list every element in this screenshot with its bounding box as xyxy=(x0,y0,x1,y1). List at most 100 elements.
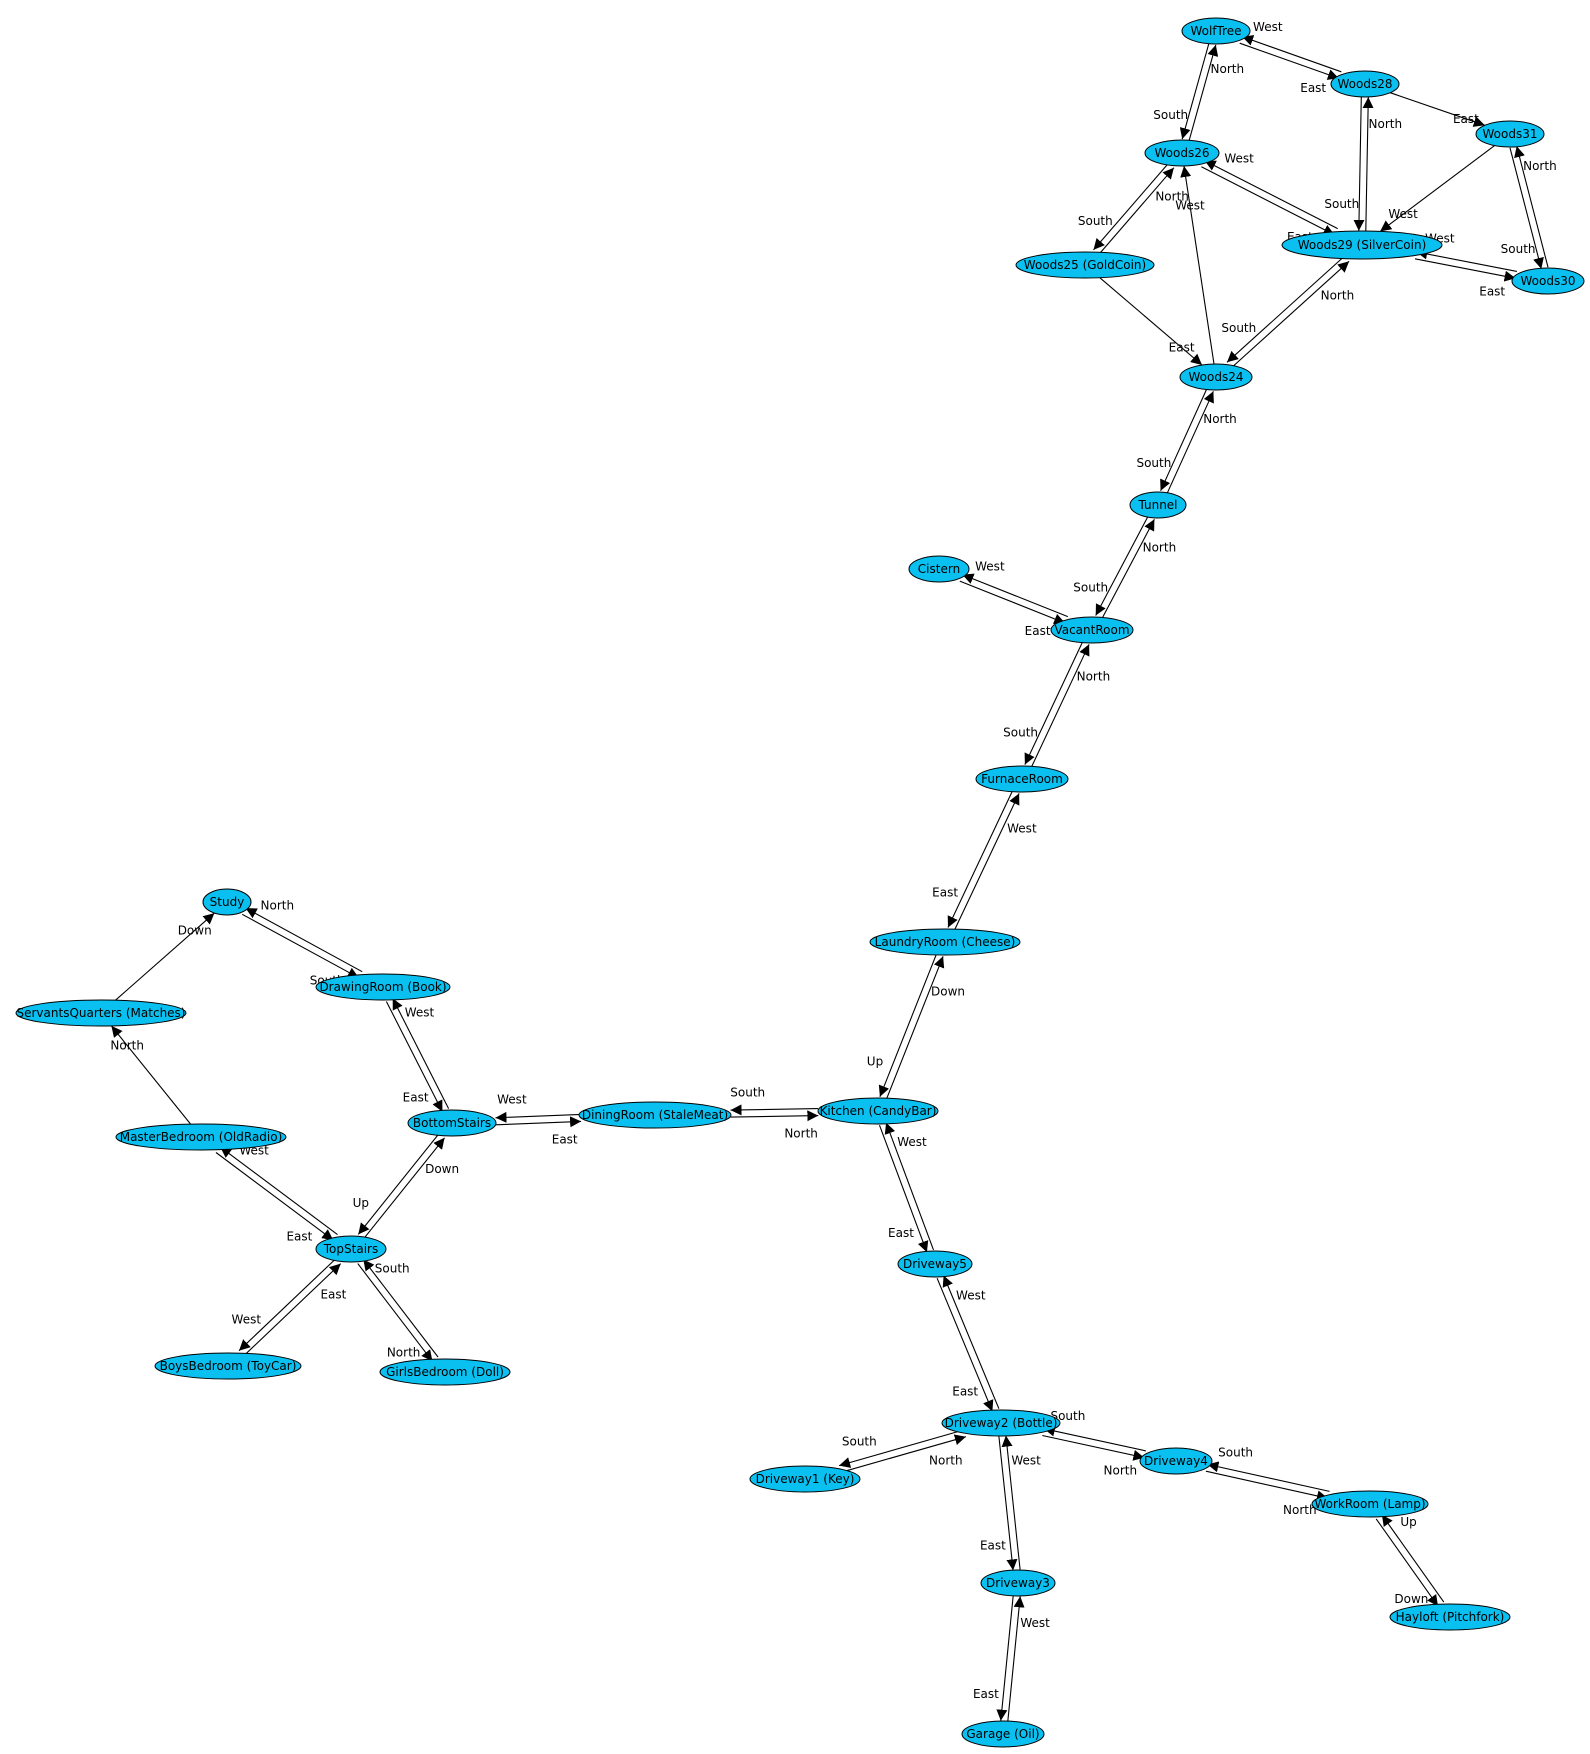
node-ellipse xyxy=(897,1250,973,1278)
edge-label: South xyxy=(1073,581,1108,595)
edge-girls-bedroom-to-top-stairs: South xyxy=(362,1259,439,1358)
edge-furnace-room-to-laundry-room: East xyxy=(932,790,1014,928)
edge-driveway2-to-driveway4: North xyxy=(1042,1434,1145,1477)
edge-woods26-to-wolf-tree: North xyxy=(1188,44,1245,142)
edge-label: East xyxy=(286,1230,312,1244)
edge-label: West xyxy=(1388,207,1418,221)
edge-label: West xyxy=(1224,152,1254,166)
edge-label: East xyxy=(1169,341,1195,355)
edge-work-room-to-driveway4: South xyxy=(1207,1446,1330,1492)
edge-line xyxy=(1201,166,1335,236)
edge-line xyxy=(840,1434,967,1473)
node-ellipse xyxy=(1511,267,1585,295)
edge-servants-quarters-to-study: Down xyxy=(115,912,215,1001)
node-label: Woods24 xyxy=(1189,370,1244,384)
edge-line xyxy=(245,907,363,973)
edge-line xyxy=(1098,167,1175,255)
node-driveway1: Driveway1 (Key) xyxy=(749,1465,861,1493)
edge-woods25-to-woods24: East xyxy=(1099,277,1203,366)
edge-label: West xyxy=(232,1313,262,1327)
node-ellipse xyxy=(980,1569,1056,1597)
edge-label: South xyxy=(1324,197,1359,211)
edge-label: West xyxy=(1175,199,1205,213)
edge-work-room-to-hayloft: Down xyxy=(1375,1518,1439,1607)
edge-laundry-room-to-kitchen: Up xyxy=(867,953,938,1098)
edge-label: South xyxy=(1003,726,1038,740)
edge-line xyxy=(1514,145,1549,268)
edge-bottom-stairs-to-drawing-room: West xyxy=(392,998,450,1109)
edge-label: Down xyxy=(178,924,212,938)
edge-boys-bedroom-to-top-stairs: East xyxy=(243,1263,347,1357)
edge-woods30-to-woods31: North xyxy=(1514,145,1557,268)
node-ellipse xyxy=(1281,230,1443,260)
edge-label: South xyxy=(1501,242,1536,256)
node-label: TopStairs xyxy=(323,1242,378,1256)
edge-line xyxy=(1093,162,1170,251)
edge-label: South xyxy=(375,1261,410,1275)
edge-label: North xyxy=(1155,190,1189,204)
edge-label: East xyxy=(1479,285,1505,299)
node-cistern: Cistern xyxy=(908,555,970,583)
edge-line xyxy=(1101,519,1155,620)
edge-line xyxy=(495,1111,581,1123)
edge-driveway3-to-driveway2: West xyxy=(1001,1435,1041,1570)
node-woods26: Woods26 xyxy=(1144,139,1220,167)
node-driveway5: Driveway5 xyxy=(897,1250,973,1278)
edge-label: Up xyxy=(1400,1515,1416,1529)
edge-vacant-room-to-cistern: West xyxy=(962,560,1069,618)
edge-label: East xyxy=(952,1385,978,1399)
edge-line xyxy=(1001,1435,1021,1570)
edge-label: South xyxy=(842,1435,877,1449)
node-dining-room: DiningRoom (StaleMeat) xyxy=(578,1101,732,1129)
edge-label: West xyxy=(897,1135,927,1149)
edge-top-stairs-to-master-bedroom: West xyxy=(219,1143,338,1236)
edge-label: West xyxy=(975,560,1005,574)
node-ellipse xyxy=(15,999,187,1027)
edge-line xyxy=(953,793,1020,931)
node-ellipse xyxy=(1015,251,1155,279)
edge-wolf-tree-to-woods28: East xyxy=(1239,42,1340,95)
node-label: Woods25 (GoldCoin) xyxy=(1024,258,1146,272)
node-ellipse xyxy=(1179,363,1253,391)
node-ellipse xyxy=(1050,616,1134,644)
edge-label: North xyxy=(1211,62,1245,76)
edge-line xyxy=(1381,1514,1445,1603)
edge-line xyxy=(243,1263,342,1357)
node-ellipse xyxy=(869,928,1021,956)
node-ellipse xyxy=(407,1109,497,1137)
edge-dining-room-to-bottom-stairs: West xyxy=(495,1093,581,1123)
edge-line xyxy=(241,913,360,979)
edge-woods26-to-woods29: East xyxy=(1201,166,1335,244)
edge-label: South xyxy=(1218,1446,1253,1460)
edge-label: East xyxy=(973,1687,999,1701)
edge-label: South xyxy=(730,1085,765,1099)
node-woods29: Woods29 (SilverCoin) xyxy=(1281,230,1443,260)
edge-garage-to-driveway3: West xyxy=(1007,1596,1050,1722)
edge-line xyxy=(1379,145,1495,232)
edge-line xyxy=(1042,1434,1145,1461)
node-servants-quarters: ServantsQuarters (Matches) xyxy=(15,999,187,1027)
edge-woods24-to-tunnel: South xyxy=(1136,388,1208,492)
node-label: Garage (Oil) xyxy=(966,1727,1039,1741)
node-kitchen: Kitchen (CandyBar) xyxy=(817,1097,939,1125)
edge-woods28-to-woods29: South xyxy=(1324,96,1365,231)
node-label: WolfTree xyxy=(1190,24,1241,38)
edge-line xyxy=(357,1133,440,1235)
edge-line xyxy=(1390,92,1485,127)
node-label: Hayloft (Pitchfork) xyxy=(1396,1610,1505,1624)
edge-woods29-to-woods30: East xyxy=(1414,258,1516,299)
edge-line xyxy=(998,1436,1018,1571)
edge-line xyxy=(1375,1518,1439,1607)
edge-line xyxy=(1239,42,1340,80)
edge-woods31-to-woods29: West xyxy=(1379,145,1495,232)
edge-label: South xyxy=(1050,1409,1085,1423)
edge-line xyxy=(1179,42,1210,140)
edge-label: West xyxy=(1011,1454,1041,1468)
node-ellipse xyxy=(975,765,1069,793)
edge-line xyxy=(357,1263,433,1362)
edge-label: North xyxy=(929,1454,963,1468)
edge-vacant-room-to-tunnel: North xyxy=(1101,519,1176,620)
edge-label: East xyxy=(932,886,958,900)
edge-line xyxy=(1509,147,1544,270)
